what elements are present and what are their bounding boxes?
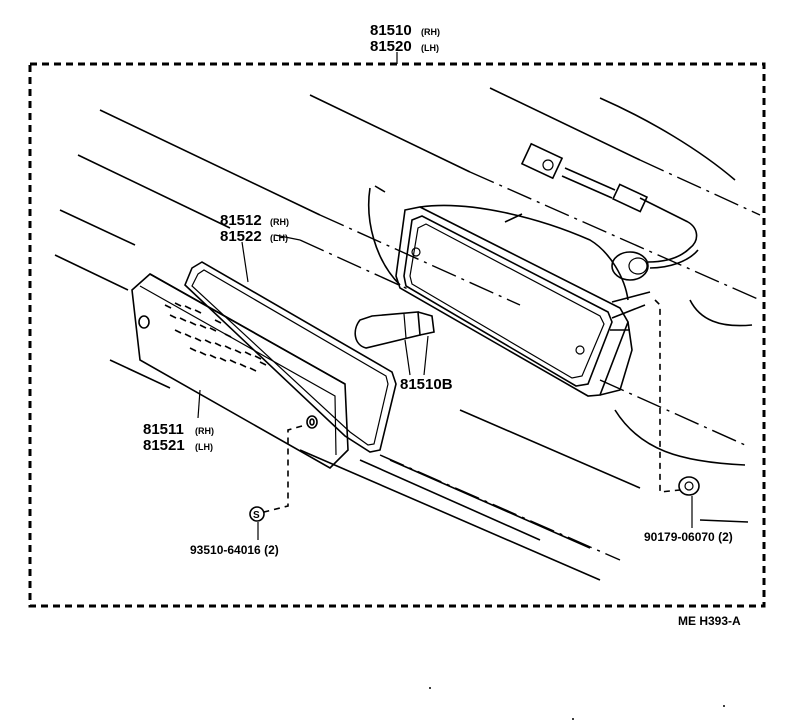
- stray-dot: [572, 718, 574, 720]
- reflector-pattern: [164, 302, 267, 372]
- lens: [131, 273, 349, 469]
- bulb-leader-a: [404, 339, 411, 376]
- screw-leader: [263, 425, 303, 513]
- gasket-tag-rh: (RH): [270, 217, 289, 227]
- gasket-leader: [274, 234, 301, 241]
- stray-dot: [723, 705, 725, 707]
- gasket-leader-down: [241, 241, 249, 283]
- gasket-part-lh: 81522: [220, 228, 262, 245]
- socket-wire-harness: [520, 142, 699, 281]
- nut-part: 90179-06070 (2): [644, 530, 733, 544]
- bulb-part: 81510B: [400, 376, 453, 393]
- lens-part-rh: 81511: [143, 421, 184, 438]
- screw-symbol-ring: [249, 506, 265, 522]
- assembly-part-rh: 81510: [370, 22, 412, 39]
- lens-leader: [197, 389, 201, 419]
- bumper-outline: [54, 87, 753, 581]
- nut: [678, 476, 700, 496]
- bulb: [354, 311, 435, 349]
- alignment-centerlines: [299, 159, 761, 561]
- reference-code: ME H393-A: [678, 614, 741, 628]
- assembly-tag-lh: (LH): [421, 43, 439, 53]
- gasket: [184, 261, 397, 453]
- nut-leader: [654, 299, 681, 493]
- bulb-leader-b: [423, 335, 429, 376]
- lens-part-lh: 81521: [143, 437, 185, 454]
- gasket-tag-lh: (LH): [270, 233, 288, 243]
- stray-dot: [429, 687, 431, 689]
- lens-tag-rh: (RH): [195, 426, 214, 436]
- gasket-part-rh: 81512: [220, 212, 262, 229]
- assembly-part-lh: 81520: [370, 38, 412, 55]
- assembly-tag-rh: (RH): [421, 27, 440, 37]
- assembly-boundary: [28, 62, 766, 608]
- screw-part: 93510-64016 (2): [190, 543, 279, 557]
- lamp-housing: [367, 185, 651, 397]
- screw-symbol: S: [253, 510, 260, 521]
- lens-tag-lh: (LH): [195, 442, 213, 452]
